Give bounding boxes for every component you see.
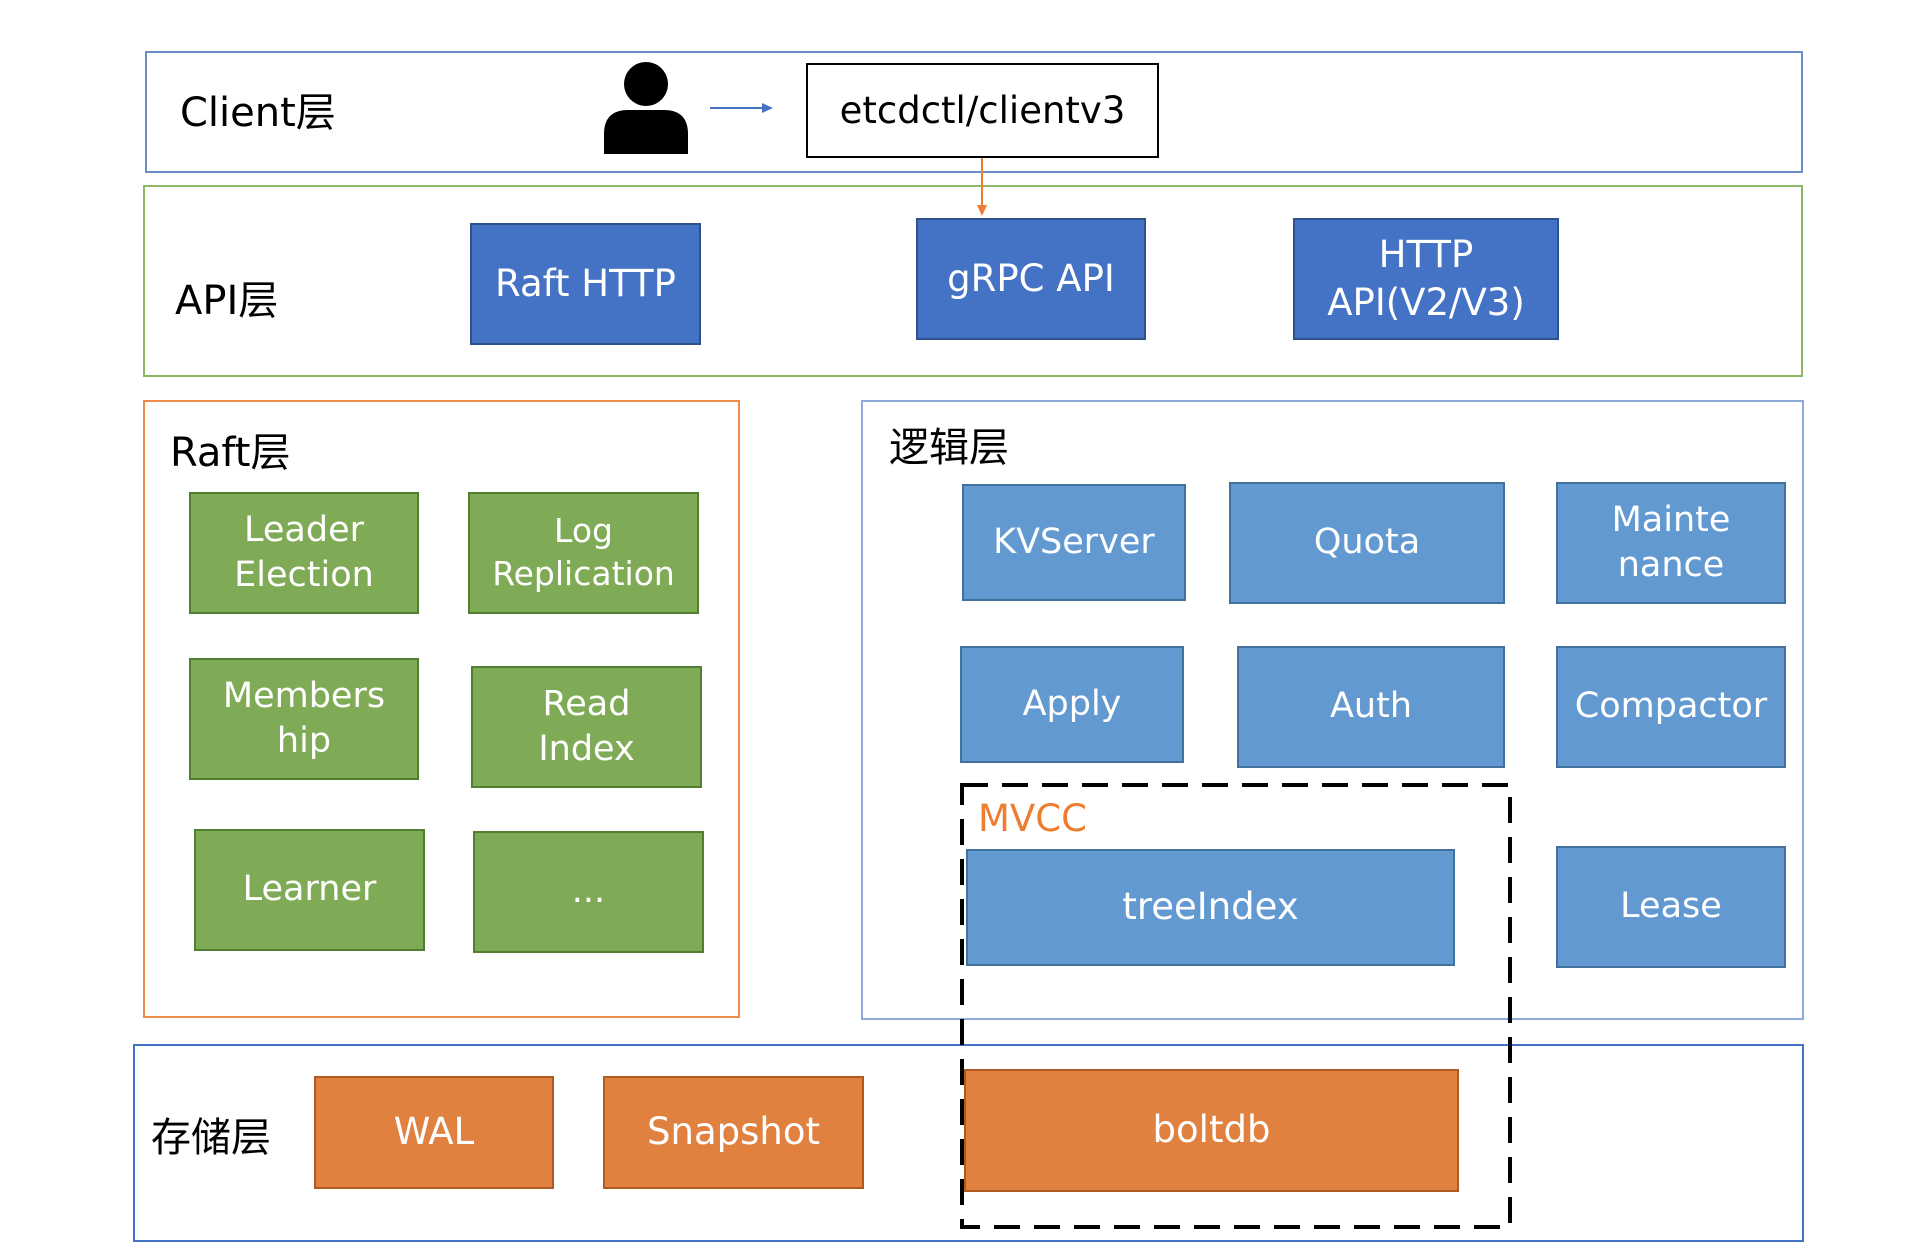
client-to-grpc-arrow <box>977 158 987 216</box>
api-layer-title: API层 <box>175 278 279 324</box>
kvserver-box: KVServer <box>962 484 1186 601</box>
mvcc-dashed-frame <box>960 783 1512 1229</box>
raft-layer <box>143 400 740 1018</box>
read-index-box: Read Index <box>471 666 702 788</box>
logic-layer <box>861 400 1804 1020</box>
http-api-box: HTTP API(V2/V3) <box>1293 218 1559 340</box>
tree-index-box: treeIndex <box>966 849 1455 966</box>
log-replication-box: Log Replication <box>468 492 699 614</box>
mvcc-label: MVCC <box>978 797 1087 840</box>
membership-box: Members hip <box>189 658 419 780</box>
user-icon <box>602 62 690 154</box>
lease-box: Lease <box>1556 846 1786 968</box>
quota-box: Quota <box>1229 482 1505 604</box>
api-layer <box>143 185 1803 377</box>
compactor-box: Compactor <box>1556 646 1786 768</box>
storage-layer-title: 存储层 <box>151 1115 271 1161</box>
maintenance-box: Mainte nance <box>1556 482 1786 604</box>
logic-layer-title: 逻辑层 <box>889 425 1009 471</box>
client-box-etcdctl: etcdctl/clientv3 <box>806 63 1159 158</box>
client-layer <box>145 51 1803 173</box>
apply-box: Apply <box>960 646 1184 763</box>
snapshot-box: Snapshot <box>603 1076 864 1189</box>
grpc-api-box: gRPC API <box>916 218 1146 340</box>
raft-http-box: Raft HTTP <box>470 223 701 345</box>
raft-layer-title: Raft层 <box>170 430 291 476</box>
learner-box: Learner <box>194 829 425 951</box>
client-layer-title: Client层 <box>180 90 336 136</box>
wal-box: WAL <box>314 1076 554 1189</box>
boltdb-box: boltdb <box>964 1069 1459 1192</box>
user-to-client-arrow <box>710 103 773 113</box>
more-box: ... <box>473 831 704 953</box>
leader-election-box: Leader Election <box>189 492 419 614</box>
auth-box: Auth <box>1237 646 1505 768</box>
